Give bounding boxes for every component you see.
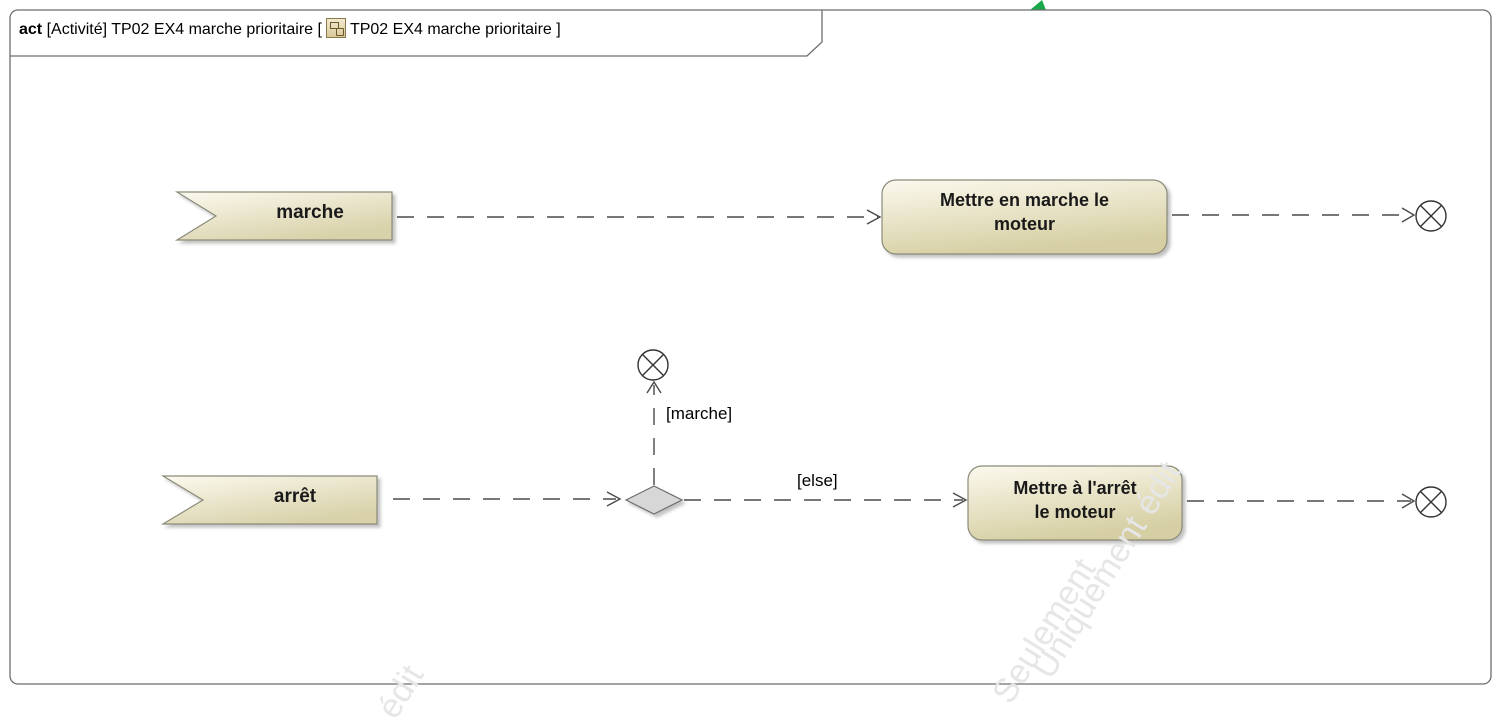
activity-diagram: Seulement Uniquement édit édit act [Acti… xyxy=(9,0,1492,725)
frame-keyword: act xyxy=(19,21,43,38)
diagram-frame-tab xyxy=(10,10,823,57)
arrowhead-icon xyxy=(866,209,882,225)
action-marche-label-line2: moteur xyxy=(993,214,1055,234)
flow-final-node-icon xyxy=(1415,200,1447,232)
accept-signal-arret[interactable] xyxy=(160,475,378,525)
flow-final-node-icon xyxy=(1415,486,1447,518)
frame-kind: [Activité] xyxy=(46,21,108,38)
flow-final-node-icon xyxy=(637,349,669,381)
action-arret-label-line2: le moteur xyxy=(1034,502,1116,522)
action-mettre-en-marche[interactable] xyxy=(881,179,1168,255)
corner-accent-icon xyxy=(1030,0,1046,10)
arrowhead-icon xyxy=(1401,207,1416,223)
arrowhead-icon xyxy=(952,492,968,508)
signal-arret-label: arrêt xyxy=(273,486,317,507)
frame-ref-name: TP02 EX4 marche prioritaire ] xyxy=(349,21,561,38)
diagram-frame xyxy=(9,9,1492,685)
activity-diagram-icon xyxy=(325,18,346,38)
decision-node[interactable] xyxy=(624,485,684,515)
action-mettre-a-l-arret[interactable] xyxy=(967,465,1183,541)
diagram-frame-title: act [Activité] TP02 EX4 marche prioritai… xyxy=(19,18,561,39)
signal-marche-label: marche xyxy=(276,202,344,223)
arrowhead-icon xyxy=(646,380,662,394)
guard-marche-label: [marche] xyxy=(666,404,733,423)
arrowhead-icon xyxy=(1401,493,1416,509)
accept-signal-marche[interactable] xyxy=(174,191,393,241)
diagram-canvas xyxy=(9,0,1492,685)
frame-name: TP02 EX4 marche prioritaire [ xyxy=(111,21,322,38)
action-marche-label-line1: Mettre en marche le xyxy=(939,190,1110,210)
arrowhead-icon xyxy=(606,491,622,507)
action-arret-label-line1: Mettre à l'arrêt xyxy=(1013,478,1137,498)
guard-else-label: [else] xyxy=(797,471,838,490)
